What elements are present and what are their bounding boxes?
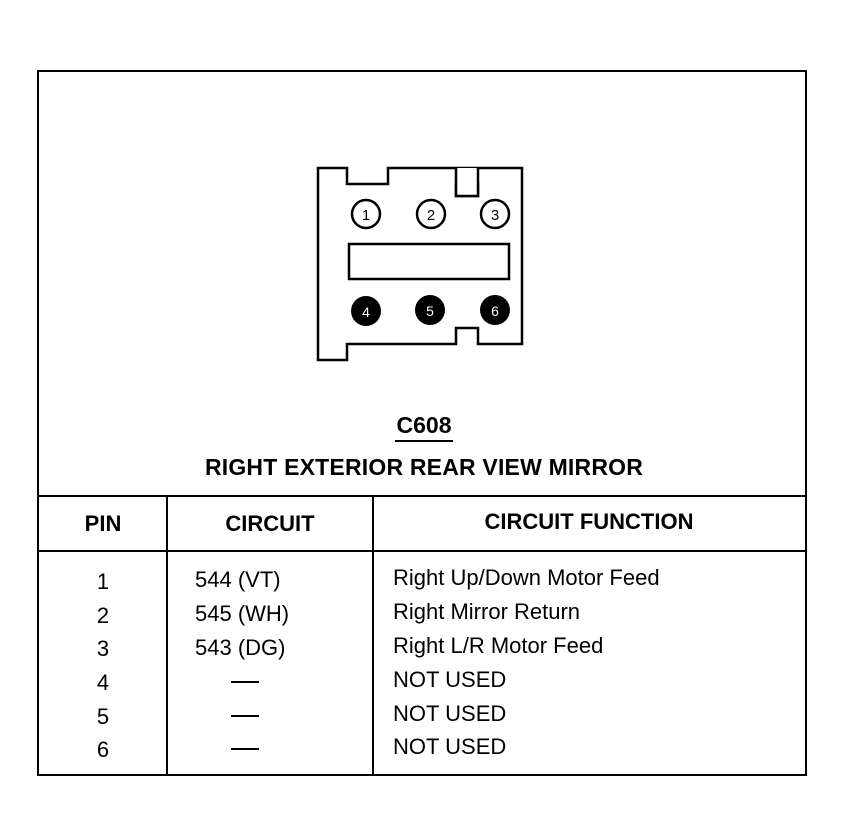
row-4-pin: 4 (96, 670, 110, 695)
row-3-function: Right L/R Motor Feed (393, 633, 604, 658)
row-3-pin: 3 (96, 636, 110, 661)
pin-1-terminal: 1 (350, 198, 382, 230)
pin-2-terminal: 2 (415, 198, 447, 230)
row-5-function: NOT USED (393, 701, 507, 726)
connector-id-text: C608 (394, 412, 454, 442)
row-2-circuit: 545 (WH) (195, 601, 290, 626)
table-column-divider-1 (166, 495, 168, 776)
header-circuit: CIRCUIT (225, 511, 315, 536)
row-5-circuit (195, 698, 259, 732)
row-6-pin: 6 (96, 737, 110, 762)
latch-slot (347, 242, 511, 281)
header-circuit-function: CIRCUIT FUNCTION (484, 509, 694, 534)
row-6-circuit (195, 731, 259, 765)
header-pin: PIN (84, 511, 122, 536)
row-5-circuit-dash (231, 715, 259, 717)
connector-chart-frame (37, 70, 807, 776)
row-2-function: Right Mirror Return (393, 599, 581, 624)
row-4-circuit (195, 664, 259, 698)
pin-1-label: 1 (362, 207, 370, 224)
pin-3-label: 3 (491, 207, 499, 224)
row-1-function: Right Up/Down Motor Feed (393, 565, 660, 590)
row-1-pin: 1 (96, 569, 110, 594)
row-3-circuit: 543 (DG) (195, 635, 286, 660)
row-4-circuit-dash (231, 681, 259, 683)
pin-5-label: 5 (426, 303, 434, 319)
row-1-circuit: 544 (VT) (195, 567, 281, 592)
pin-6-terminal: 6 (480, 295, 510, 325)
row-4-function: NOT USED (393, 667, 507, 692)
connector-id: C608 (0, 412, 848, 442)
pin-3-terminal: 3 (479, 198, 511, 230)
table-top-rule (37, 495, 807, 497)
keying-notch-top (454, 168, 480, 198)
pin-6-label: 6 (491, 303, 499, 319)
pin-4-label: 4 (362, 304, 370, 320)
table-column-divider-2 (372, 495, 374, 776)
row-6-circuit-dash (231, 748, 259, 750)
pin-2-label: 2 (427, 207, 435, 224)
connector-name: RIGHT EXTERIOR REAR VIEW MIRROR (204, 454, 644, 480)
pin-5-terminal: 5 (415, 295, 445, 325)
row-6-function: NOT USED (393, 734, 507, 759)
row-2-pin: 2 (96, 603, 110, 628)
table-header-rule (37, 550, 807, 552)
pin-4-terminal: 4 (351, 296, 381, 326)
row-5-pin: 5 (96, 704, 110, 729)
